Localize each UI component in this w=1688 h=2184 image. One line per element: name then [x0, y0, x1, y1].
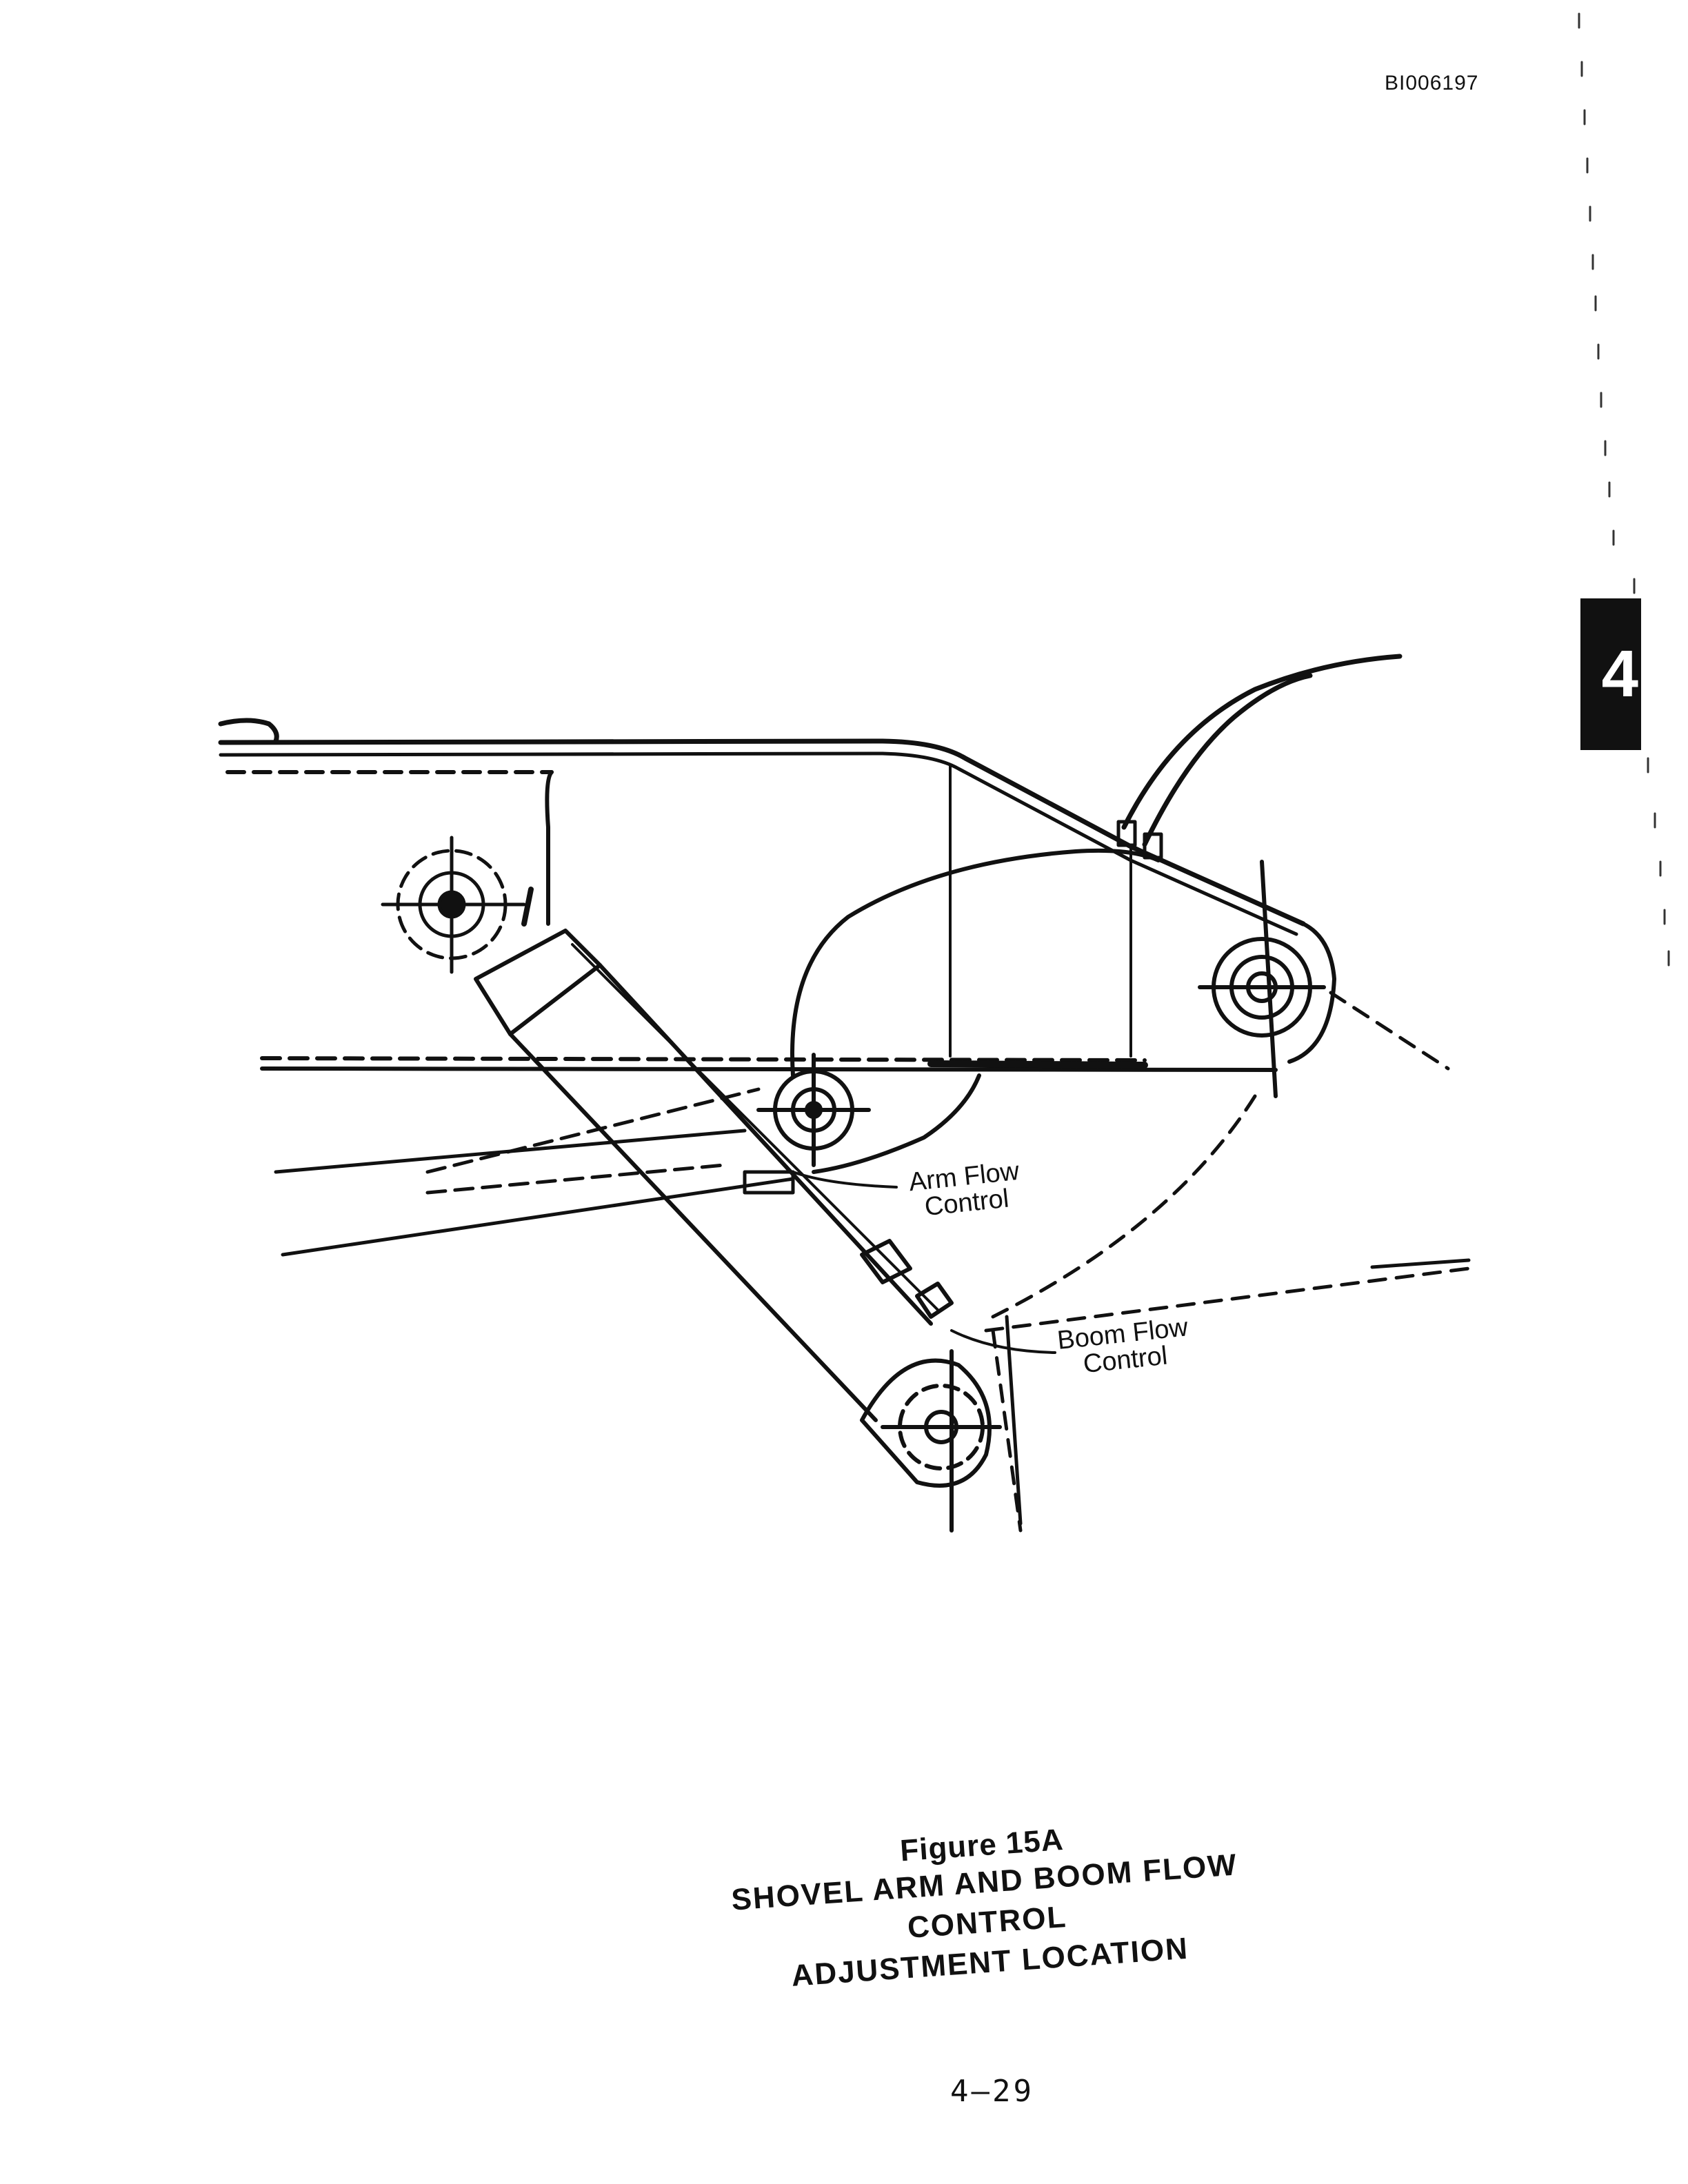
hydraulic-cylinder	[474, 929, 954, 1422]
center-arm-pivot	[756, 1053, 871, 1167]
arm-housing	[790, 848, 1160, 1174]
callout-leaders	[792, 1171, 1056, 1354]
section-tab-label: 4	[1601, 637, 1638, 711]
page-number: 4—29	[950, 2074, 1034, 2109]
edge-ticks	[1578, 12, 1670, 967]
lower-pivot	[860, 1349, 1002, 1533]
left-upper-pivot	[381, 836, 534, 974]
boom-upper-beam	[218, 718, 1306, 936]
lower-arm	[274, 1087, 795, 1257]
bucket-curve	[1116, 654, 1403, 860]
lower-boom-line	[1005, 1258, 1471, 1526]
section-tab: 4	[1580, 598, 1641, 750]
right-upper-pivot	[1198, 860, 1326, 1098]
swing-arcs	[984, 991, 1471, 1533]
document-id: BI006197	[1385, 72, 1479, 94]
boom-body	[260, 764, 1336, 1072]
